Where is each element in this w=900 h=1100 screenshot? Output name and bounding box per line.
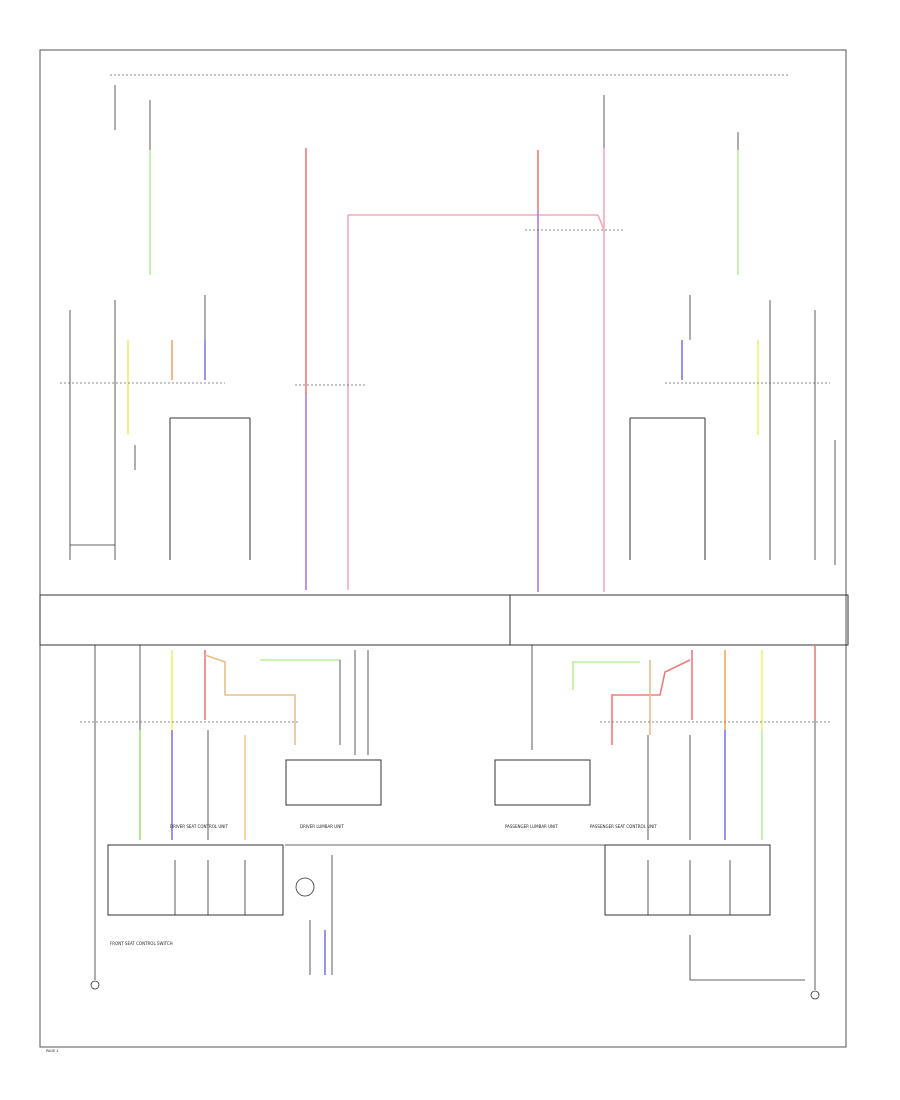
wire-lower-right-red <box>611 659 691 745</box>
ground-right-icon <box>810 990 820 1000</box>
right-switch-box <box>604 844 771 916</box>
passenger-seat-control-unit-label: PASSENGER SEAT CONTROL UNIT <box>590 824 657 829</box>
passenger-lumbar-unit-box <box>494 759 591 806</box>
ground-left-icon <box>90 980 100 990</box>
diagram-frame <box>39 49 847 1048</box>
driver-lumbar-unit-label: DRIVER LUMBAR UNIT <box>300 824 344 829</box>
driver-seat-control-unit-label: DRIVER SEAT CONTROL UNIT <box>170 824 228 829</box>
wire-lower-right-green <box>572 661 640 690</box>
right-ground-route <box>689 935 805 981</box>
front-seat-control-switch-box <box>107 844 284 916</box>
page-reference: PAGE 1 <box>46 1049 58 1053</box>
lumbar-motor-icon <box>295 877 315 897</box>
passenger-lumbar-unit-label: PASSENGER LUMBAR UNIT <box>505 824 558 829</box>
wire-top-pink-corner <box>597 214 605 231</box>
front-seat-control-switch-label: FRONT SEAT CONTROL SWITCH <box>110 941 173 946</box>
driver-lumbar-unit-box <box>285 759 382 806</box>
wire-lower-left-tan <box>204 654 296 745</box>
seat-control-unit-bar <box>39 594 849 646</box>
